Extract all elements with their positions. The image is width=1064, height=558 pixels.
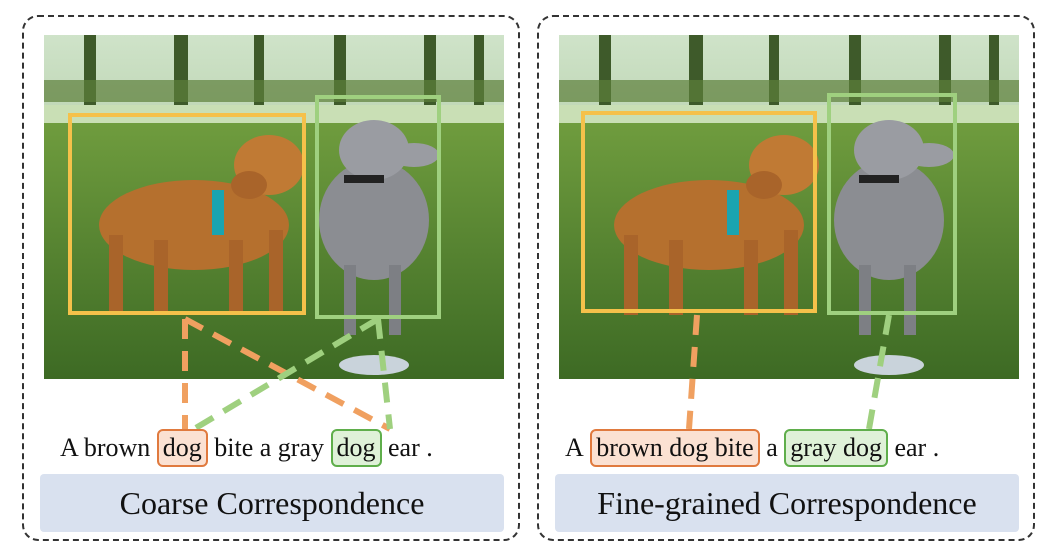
highlighted-phrase-gray-dog: gray dog xyxy=(784,429,888,467)
dogs-photo xyxy=(44,35,504,379)
panel-caption: Fine-grained Correspondence xyxy=(555,474,1019,532)
coarse-correspondence-panel: A brown dog bite a gray dog ear . Coarse… xyxy=(22,15,520,541)
sentence-word: A xyxy=(565,433,584,462)
panel-caption: Coarse Correspondence xyxy=(40,474,504,532)
highlighted-token-dog-2: dog xyxy=(330,429,382,467)
coarse-sentence: A brown dog bite a gray dog ear . xyxy=(24,429,554,467)
sentence-word: a xyxy=(766,433,778,462)
sentence-word: A brown xyxy=(60,433,151,462)
sentence-word: ear . xyxy=(388,433,433,462)
fine-grained-sentence: A brown dog bite a gray dog ear . xyxy=(539,429,1059,467)
sentence-word: bite a gray xyxy=(214,433,325,462)
highlighted-phrase-brown-dog-bite: brown dog bite xyxy=(590,429,760,467)
fine-grained-correspondence-panel: A brown dog bite a gray dog ear . Fine-g… xyxy=(537,15,1035,541)
dogs-photo xyxy=(559,35,1019,379)
highlighted-token-dog-1: dog xyxy=(156,429,208,467)
sentence-word: ear . xyxy=(894,433,940,462)
